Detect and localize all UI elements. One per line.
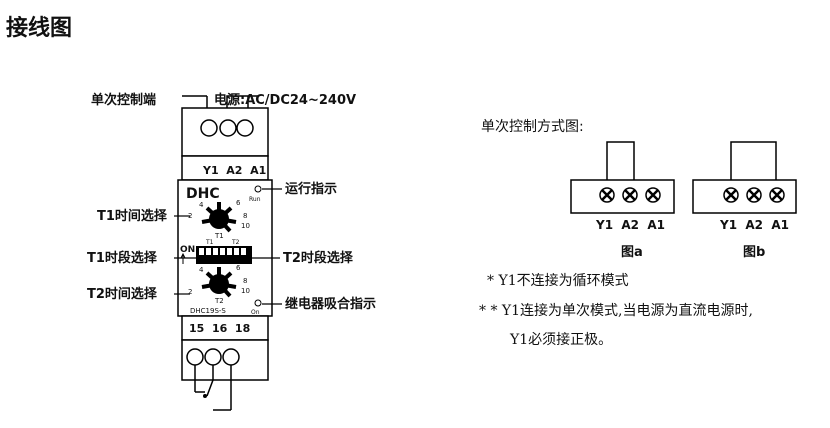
- callout-relay-indicator: 继电器吸合指示: [285, 296, 376, 312]
- model-full-label: DHC19S-S: [190, 307, 226, 315]
- switch-group-t2: T2: [231, 239, 240, 246]
- t2-dial-name: T2: [214, 297, 224, 305]
- figure-a-terminals: Y1 A2 A1: [595, 218, 665, 232]
- t1-time-dial[interactable]: [201, 202, 237, 233]
- t1-tick-10: 10: [241, 222, 250, 230]
- note-cycle-mode: * Y1不连接为循环模式: [487, 272, 629, 289]
- t2-tick-4: 4: [199, 266, 204, 274]
- figure-a: [570, 141, 675, 214]
- terminal-screw-16: [204, 348, 222, 366]
- relay-led: [254, 299, 262, 307]
- t1-tick-2: 2: [188, 212, 192, 220]
- terminal-screw-y1: [200, 119, 218, 137]
- bottom-terminal-labels: 15 16 18: [189, 322, 250, 335]
- run-led-label: Run: [249, 196, 261, 203]
- callout-run-indicator: 运行指示: [285, 181, 337, 197]
- figure-a-caption: 图a: [621, 245, 643, 260]
- t1-tick-6: 6: [236, 199, 241, 207]
- page-title: 接线图: [6, 15, 72, 41]
- dip-switch-bank[interactable]: [196, 246, 252, 264]
- note-positive-pole: Y1必须接正极。: [509, 331, 612, 348]
- t2-tick-10: 10: [241, 287, 250, 295]
- callout-t1-range-select: T1时段选择: [87, 250, 158, 266]
- t2-time-dial[interactable]: [201, 267, 237, 298]
- t2-tick-8: 8: [243, 277, 247, 285]
- terminal-screw-a1: [236, 119, 254, 137]
- top-terminal-labels: Y1 A2 A1: [202, 164, 266, 177]
- callout-t2-range-select: T2时段选择: [283, 250, 354, 266]
- callout-t1-time-select: T1时间选择: [97, 208, 168, 224]
- terminal-screw-18: [222, 348, 240, 366]
- t1-tick-8: 8: [243, 212, 247, 220]
- model-short-label: DHC: [186, 186, 220, 202]
- relay-led-label: On: [251, 309, 260, 316]
- switch-group-t1: T1: [205, 239, 214, 246]
- t1-dial-name: T1: [214, 232, 224, 240]
- t2-tick-6: 6: [236, 264, 241, 272]
- callout-t2-time-select: T2时间选择: [87, 286, 158, 302]
- single-control-terminal-label: 单次控制端: [91, 92, 156, 108]
- t2-tick-2: 2: [188, 288, 192, 296]
- figure-b-terminals: Y1 A2 A1: [719, 218, 789, 232]
- power-supply-label: 电源:AC/DC24~240V: [214, 92, 356, 108]
- right-panel-heading: 单次控制方式图:: [481, 119, 584, 135]
- note-single-mode: * * Y1连接为单次模式,当电源为直流电源时,: [479, 302, 753, 319]
- terminal-screw-a2: [219, 119, 237, 137]
- figure-b: [692, 141, 797, 214]
- figure-b-caption: 图b: [743, 245, 765, 260]
- run-led: [254, 185, 262, 193]
- switch-on-arrow-icon: [180, 252, 186, 264]
- t1-tick-4: 4: [199, 201, 204, 209]
- terminal-screw-15: [186, 348, 204, 366]
- switch-on-label: ON: [180, 245, 195, 255]
